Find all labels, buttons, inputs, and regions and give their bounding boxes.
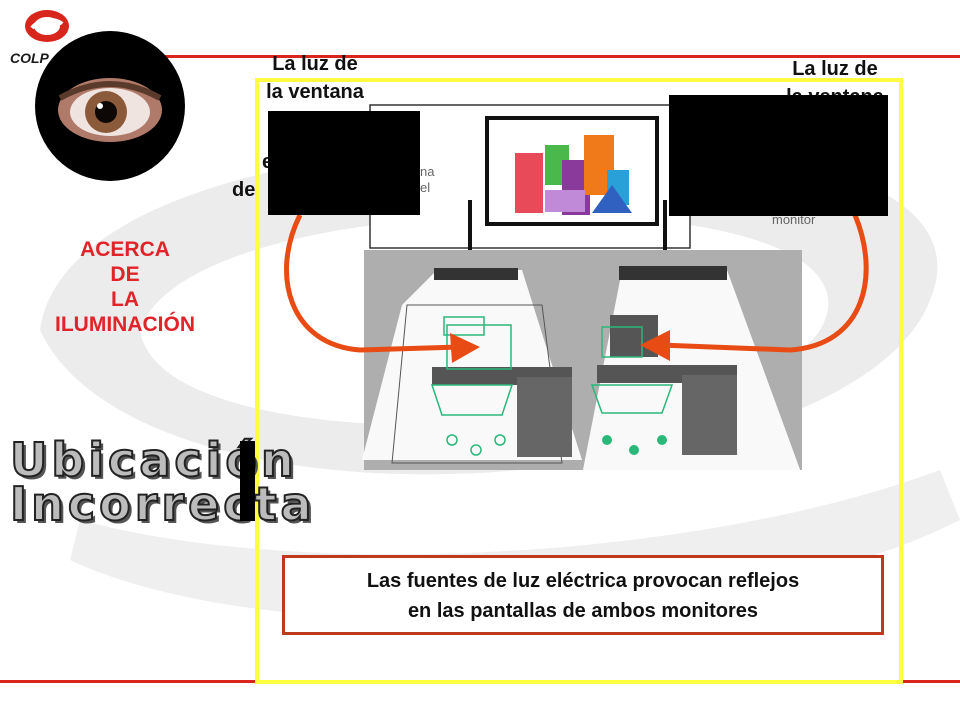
eye-icon <box>35 31 185 181</box>
caption-box: Las fuentes de luz eléctrica provocan re… <box>282 555 884 635</box>
city-buildings-icon <box>515 135 632 215</box>
left-light-label: La luz de la ventana <box>240 50 390 106</box>
glare-arrows <box>284 213 869 363</box>
left-hidden-label: e de <box>232 148 402 204</box>
right-redaction-box <box>669 95 888 216</box>
caption-line-2: en las pantallas de ambos monitores <box>407 600 759 622</box>
arrow-head-right <box>640 330 670 361</box>
heading-line: DE <box>110 263 140 286</box>
caption-line-1: Las fuentes de luz eléctrica provocan re… <box>366 570 800 592</box>
incorrect-placement-title: Ubicación Incorrecta <box>9 433 316 531</box>
label-line: e <box>232 148 402 176</box>
office-illustration <box>362 104 802 475</box>
heading-line: ACERCA <box>80 238 170 261</box>
left-partial-text-2: el <box>420 180 431 195</box>
content-frame <box>255 78 903 684</box>
label-line: La luz de <box>792 58 878 80</box>
heading-line: LA <box>111 288 139 311</box>
top-red-line <box>150 55 960 58</box>
heading-line: ILUMINACIÓN <box>55 313 195 336</box>
label-line: la ventana <box>266 81 364 103</box>
left-redaction-box <box>268 111 420 215</box>
title-line-2: Incorrecta <box>9 477 316 531</box>
wordart-black-bar <box>240 441 255 521</box>
logo-text: COLP <box>10 50 49 66</box>
arrow-head-left <box>450 333 480 363</box>
title-line-1: Ubicación <box>9 433 298 487</box>
label-line: de <box>232 179 256 201</box>
sidebar-heading: ACERCA DE LA ILUMINACIÓN <box>20 237 230 337</box>
left-partial-text-1: na <box>420 164 435 179</box>
company-logo-icon <box>25 10 69 42</box>
label-line: La luz de <box>272 53 358 75</box>
